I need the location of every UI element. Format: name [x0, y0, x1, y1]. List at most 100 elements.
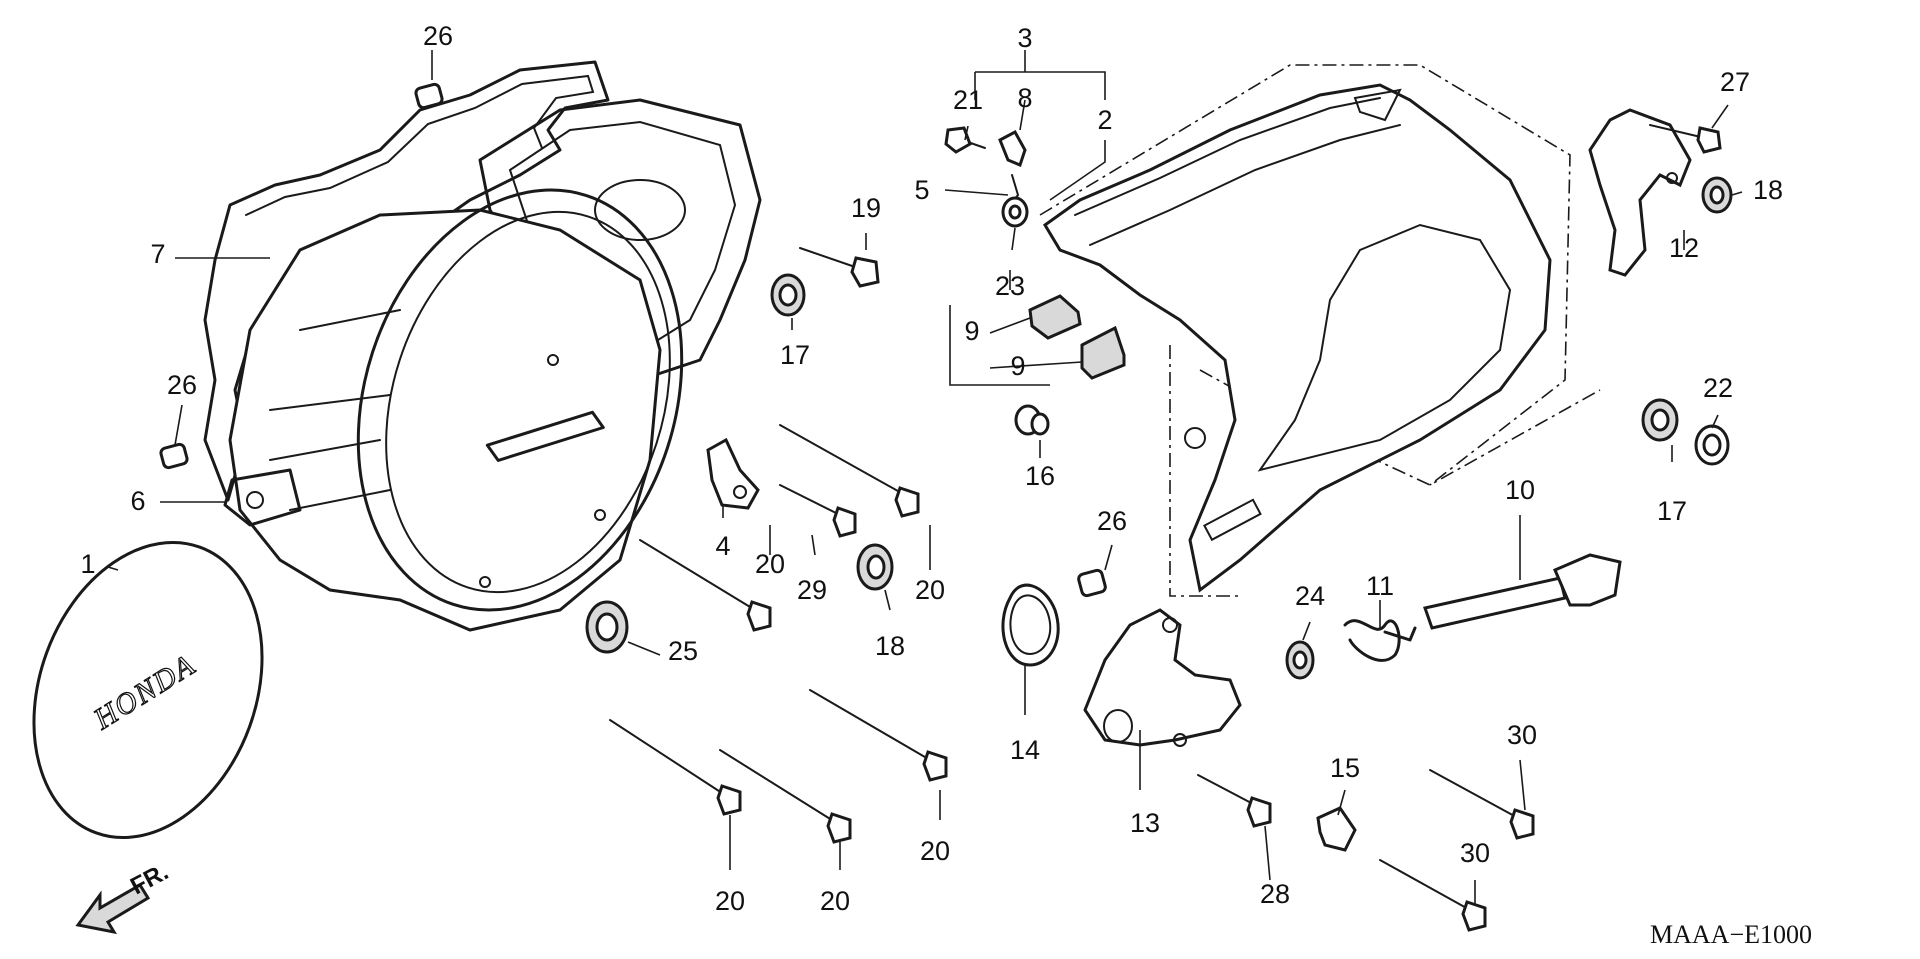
bolt-group — [609, 247, 948, 844]
bolt-27 — [1649, 124, 1722, 154]
front-direction-arrow: FR. — [75, 858, 173, 935]
bolt-20-e-head — [826, 812, 852, 844]
washer-23 — [1001, 196, 1029, 228]
dowel-pin-left — [159, 442, 189, 470]
callout-20c: 20 — [920, 836, 950, 866]
bracket-4 — [706, 437, 760, 510]
cable-clip-15 — [1316, 806, 1357, 852]
upper-cover-shell — [1043, 83, 1552, 593]
callout-9b: 9 — [1010, 351, 1025, 381]
cover-dome-pin-right — [594, 509, 606, 521]
grommet-17-right — [1641, 398, 1679, 442]
bolt-30-b — [1379, 859, 1487, 932]
upper-cover-ridge-2 — [1089, 124, 1401, 246]
bolt-20-d — [609, 719, 726, 796]
callout-7: 7 — [150, 239, 165, 269]
cover-lug-hole — [246, 491, 264, 509]
bolt-30-a — [1429, 769, 1535, 840]
leader-lines — [107, 50, 1743, 905]
foam-pad-upper — [1028, 294, 1082, 340]
bolt-20-b-head — [746, 600, 772, 632]
callout-13: 13 — [1130, 808, 1160, 838]
callout-5: 5 — [914, 175, 929, 205]
bolt-29-head — [832, 506, 857, 538]
callout-26b: 26 — [167, 370, 197, 400]
cover-back-plate-hole — [594, 179, 686, 241]
cover-dome-face — [385, 210, 671, 594]
bolt-20-a-head — [894, 486, 920, 518]
callout-2: 2 — [1097, 105, 1112, 135]
o-ring-14-inner — [1009, 594, 1052, 656]
callout-24: 24 — [1295, 581, 1325, 611]
callout-4: 4 — [715, 531, 730, 561]
bolt-20-c — [809, 689, 931, 761]
diagram-code: MAAA−E1000 — [1650, 920, 1812, 949]
bracket-4-hole — [733, 485, 747, 499]
callout-6: 6 — [130, 486, 145, 516]
assembly-frame-upper — [1039, 64, 1571, 486]
cover-dome-pin-bottom — [479, 576, 491, 588]
callout-14: 14 — [1010, 735, 1040, 765]
callout-26c: 26 — [1097, 506, 1127, 536]
upper-cover-inner-face — [1257, 223, 1512, 472]
clip-8 — [998, 129, 1027, 168]
collar-16 — [1014, 404, 1050, 436]
outer-cover-plate — [32, 540, 264, 840]
callout-8: 8 — [1017, 83, 1032, 113]
callout-29: 29 — [797, 575, 827, 605]
cover-dome-rim — [356, 188, 684, 612]
left-crankcase-cover-body — [228, 208, 662, 632]
cover-ribs — [269, 309, 401, 511]
callout-27: 27 — [1720, 67, 1750, 97]
dowel-pin-right — [1077, 568, 1107, 598]
grommet-22 — [1694, 424, 1730, 466]
clutch-lifter-boss-2 — [1173, 733, 1187, 747]
callout-18b: 18 — [1753, 175, 1783, 205]
bolt-29 — [779, 484, 841, 516]
callout-20e: 20 — [820, 886, 850, 916]
oil-seal-25 — [585, 600, 629, 654]
upper-cover-ridge — [1074, 97, 1381, 216]
callout-9a: 9 — [964, 316, 979, 346]
grommet-18-right — [1701, 176, 1733, 214]
callout-18a: 18 — [875, 631, 905, 661]
callout-20b: 20 — [915, 575, 945, 605]
callout-10: 10 — [1505, 475, 1535, 505]
shift-shaft-10 — [1423, 576, 1567, 630]
bolt-19-head — [850, 256, 880, 288]
o-ring-14 — [1001, 583, 1060, 667]
callout-19: 19 — [851, 193, 881, 223]
callout-21: 21 — [953, 85, 983, 115]
callout-22: 22 — [1703, 373, 1733, 403]
assembly-frame-link — [1199, 369, 1601, 486]
foam-pad-lower — [1080, 325, 1126, 380]
callout-labels: 1 2 3 4 5 6 7 8 9 9 10 11 12 13 14 15 16… — [80, 21, 1783, 916]
bolt-20-c-head — [922, 750, 948, 782]
upper-cover-tab — [1353, 88, 1402, 122]
callout-11: 11 — [1366, 571, 1394, 601]
callout-17a: 17 — [780, 340, 810, 370]
callout-30b: 30 — [1460, 838, 1490, 868]
callout-16: 16 — [1025, 461, 1055, 491]
return-spring-11 — [1343, 619, 1417, 662]
callout-28: 28 — [1260, 879, 1290, 909]
callout-30a: 30 — [1507, 720, 1537, 750]
dowel-pin-top — [414, 82, 444, 110]
callout-20d: 20 — [715, 886, 745, 916]
callout-20a: 20 — [755, 549, 785, 579]
grommet-17-left — [770, 273, 806, 317]
cover-dome-slot — [485, 410, 605, 462]
cover-mounting-lug — [223, 468, 302, 527]
shift-shaft-arm — [1553, 553, 1622, 607]
clutch-lifter-13 — [1083, 608, 1242, 747]
gasket-inner-edge — [245, 74, 595, 216]
callout-3: 3 — [1017, 23, 1032, 53]
assembly-frame-lower — [1169, 345, 1240, 597]
callout-15: 15 — [1330, 753, 1360, 783]
bolt-28 — [1197, 774, 1272, 828]
bolt-20-a — [779, 424, 906, 496]
bolt-20-d-head — [716, 784, 742, 816]
clutch-lifter-boss — [1162, 617, 1178, 633]
bolt-20-b — [639, 539, 756, 611]
